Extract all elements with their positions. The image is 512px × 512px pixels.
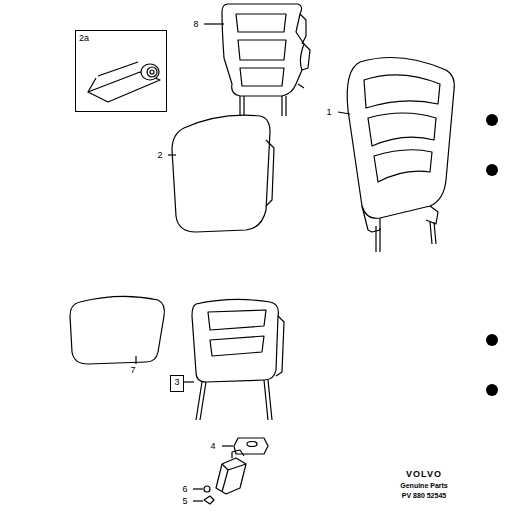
callout-number: 2 [157, 151, 162, 160]
callout-number: 5 [182, 497, 187, 506]
callout-number: 4 [210, 442, 215, 451]
callout-number: 6 [182, 485, 187, 494]
detail-box: 2a [75, 30, 167, 112]
callout-number: 2a [79, 34, 163, 43]
headrest-frame [204, 4, 310, 120]
headrest-lock [193, 450, 246, 504]
headrest-assembly [338, 58, 454, 253]
headrest-frame [184, 299, 284, 420]
brand-text: Genuine Parts [400, 482, 447, 489]
callout-number: 1 [326, 108, 331, 117]
upholstery-roll [88, 62, 160, 102]
callout-number: 7 [130, 366, 135, 375]
headrest-guide [222, 438, 268, 454]
callout-box: 3 [170, 375, 184, 392]
brand-text: VOLVO [406, 470, 442, 479]
headrest-cover [70, 296, 164, 364]
callout-number: 8 [193, 20, 198, 29]
punch-hole [486, 114, 498, 396]
brand-text: PV 880 52545 [402, 492, 446, 499]
headrest-cover [168, 115, 274, 232]
callout-number: 3 [173, 378, 181, 387]
